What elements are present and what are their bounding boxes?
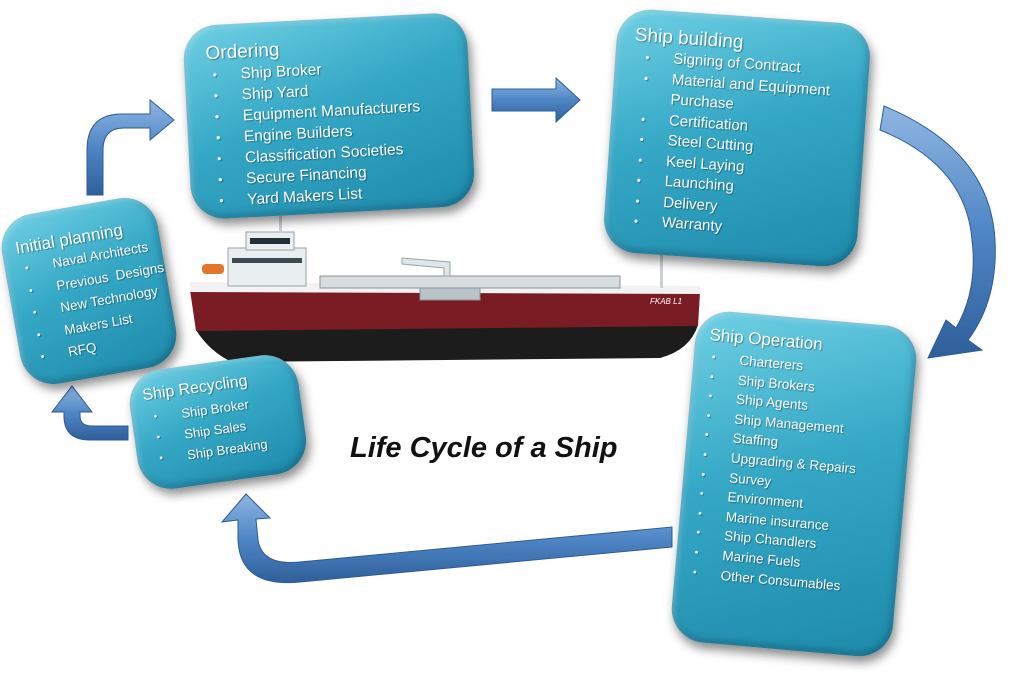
ship-hull-red [190,290,700,331]
ship-operation-box: Ship Operation Charterers Ship Brokers S… [668,308,920,660]
arrow-ordering-to-building [491,76,581,124]
ship-bridge-windows [250,238,290,244]
arrow-initial-to-ordering [86,98,175,196]
initial-planning-box: Initial planning Naval Architects Previo… [0,192,182,390]
diagram-title: Life Cycle of a Ship [350,432,618,464]
arrow-building-to-operation [879,105,996,359]
ship-hull-label: FKAB L1 [650,297,682,306]
ordering-list: Ship Broker Ship Yard Equipment Manufact… [240,52,475,211]
ship-cargo-hatch [419,287,481,301]
ship-hull-bottom [196,325,698,362]
arrow-operation-to-recycling [220,493,673,584]
ship-bow-mast [660,252,663,288]
ship-lifeboat [202,264,224,274]
ship-mast [279,205,282,233]
ship-deck-windows [232,258,302,263]
ordering-box: Ordering Ship Broker Ship Yard Equipment… [182,11,476,221]
shipbuilding-box: Ship building Signing of Contract Materi… [601,7,873,269]
ship-crane [401,257,451,277]
initial-planning-list: Naval Architects Previous Designs New Te… [51,234,179,364]
ship-superstructure [227,247,307,287]
ship-operation-list: Charterers Ship Brokers Ship Agents Ship… [720,351,916,601]
ship-recycling-box: Ship Recycling Ship Broker Ship Sales Sh… [125,350,311,494]
shipbuilding-list: Signing of Contract Material and Equipme… [661,49,869,247]
ship-cargo-deck [319,275,621,289]
arrow-recycling-to-initial [50,385,129,441]
